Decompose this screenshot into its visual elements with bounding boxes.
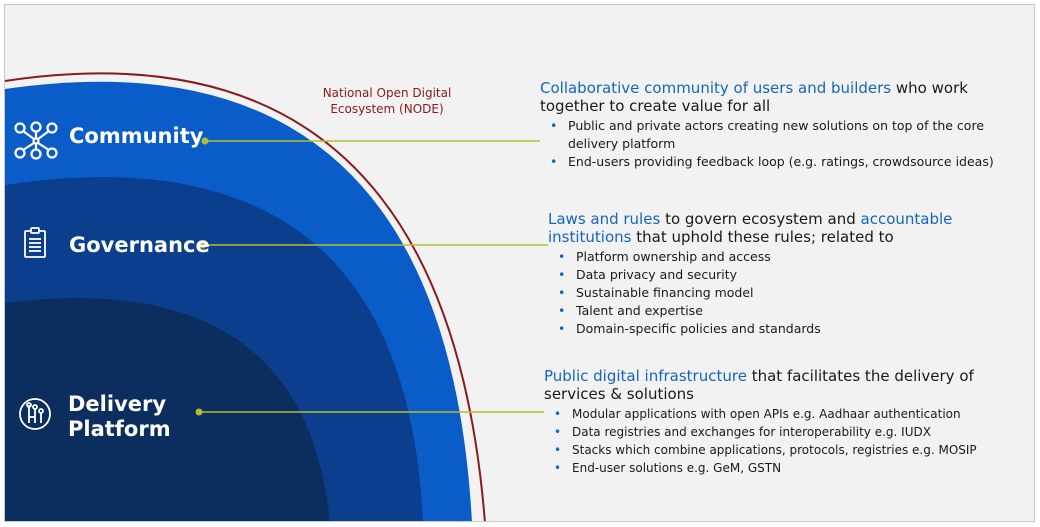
community-highlight: Collaborative community of users and bui… xyxy=(540,79,892,97)
delivery-platform-layer xyxy=(5,298,330,521)
community-connector xyxy=(201,137,540,145)
governance-bullets: Platform ownership and access Data priva… xyxy=(548,248,988,338)
list-item: Talent and expertise xyxy=(548,302,988,320)
community-description: Collaborative community of users and bui… xyxy=(540,79,1000,171)
list-item: Data privacy and security xyxy=(548,266,988,284)
list-item: Sustainable financing model xyxy=(548,284,988,302)
governance-highlight-1: Laws and rules xyxy=(548,210,661,228)
governance-connector xyxy=(199,241,548,249)
list-item: Domain-specific policies and standards xyxy=(548,320,988,338)
layer-label-line-2: Platform xyxy=(68,417,171,441)
list-item: End-users providing feedback loop (e.g. … xyxy=(540,153,1000,171)
platform-heading: Public digital infrastructure that facil… xyxy=(544,367,1014,403)
list-item: Modular applications with open APIs e.g.… xyxy=(544,405,1014,423)
community-heading: Collaborative community of users and bui… xyxy=(540,79,1000,115)
community-heading-rest: who work together to create value for al… xyxy=(540,79,968,115)
layer-label-governance: Governance xyxy=(69,233,210,257)
layer-label-line-1: Delivery xyxy=(68,392,167,416)
community-bullets: Public and private actors creating new s… xyxy=(540,117,1000,171)
circuit-chip-icon xyxy=(19,398,51,430)
governance-highlight-2: accountable institutions xyxy=(548,210,953,246)
list-item: Platform ownership and access xyxy=(548,248,988,266)
list-item: Stacks which combine applications, proto… xyxy=(544,441,1014,459)
list-item: Data registries and exchanges for intero… xyxy=(544,423,1014,441)
delivery-platform-connector xyxy=(195,408,544,416)
layer-label-delivery-platform: Delivery Platform xyxy=(68,392,171,442)
governance-description: Laws and rules to govern ecosystem and a… xyxy=(548,210,988,338)
governance-heading-middle: to govern ecosystem and xyxy=(665,210,856,228)
governance-heading-rest: that uphold these rules; related to xyxy=(636,228,894,246)
platform-highlight: Public digital infrastructure xyxy=(544,367,747,385)
network-nodes-icon xyxy=(14,121,58,160)
clipboard-icon xyxy=(24,227,46,258)
node-boundary-arc xyxy=(5,72,486,521)
node-label: National Open Digital Ecosystem (NODE) xyxy=(322,86,452,116)
layered-ecosystem-diagram xyxy=(5,72,548,521)
list-item: Public and private actors creating new s… xyxy=(540,117,1000,153)
platform-bullets: Modular applications with open APIs e.g.… xyxy=(544,405,1014,477)
list-item: End-user solutions e.g. GeM, GSTN xyxy=(544,459,1014,477)
governance-heading: Laws and rules to govern ecosystem and a… xyxy=(548,210,988,246)
diagram-frame: National Open Digital Ecosystem (NODE) C… xyxy=(4,4,1035,522)
layer-label-community: Community xyxy=(69,124,204,148)
platform-description: Public digital infrastructure that facil… xyxy=(544,367,1014,477)
platform-heading-rest: that facilitates the delivery of service… xyxy=(544,367,974,403)
